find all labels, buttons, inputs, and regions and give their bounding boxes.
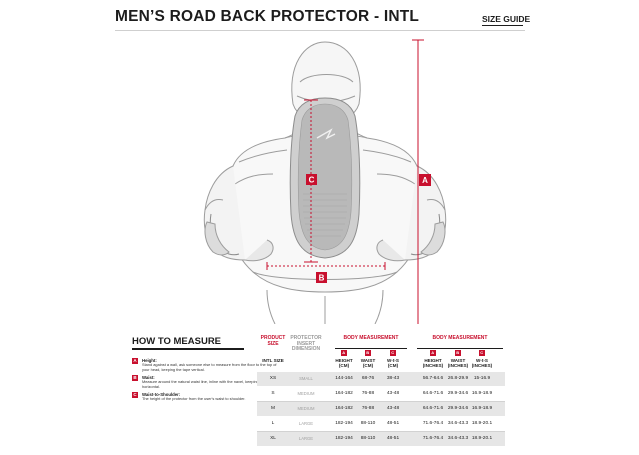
col-head-wts-cm: W-t-S (CM) (387, 358, 399, 369)
cell-size: M (271, 406, 275, 411)
measure-item-description: The height of the protector from the use… (142, 396, 246, 401)
page-title: MEN’S ROAD BACK PROTECTOR - INTL (115, 8, 420, 25)
col-head-height-in: HEIGHT (INCHES) (422, 358, 444, 369)
size-guide-underline (482, 25, 523, 26)
column-badge-c: C (479, 350, 485, 356)
cell-wts-in: 18.9-20.1 (471, 421, 493, 426)
cell-size: XS (269, 376, 277, 381)
measure-c-marker: C (306, 174, 317, 185)
size-guide-link[interactable]: SIZE GUIDE (482, 14, 531, 24)
cell-size: S (271, 391, 275, 396)
badge-c: C (132, 392, 138, 398)
label-b: B (319, 274, 325, 283)
rider-back-illustration: C B A (203, 39, 447, 324)
cell-height-in: 71.6-76.4 (422, 421, 444, 426)
cell-waist-in: 34.6-43.3 (447, 436, 469, 441)
cell-protector: LARGE (298, 421, 314, 426)
group-divider-inches (417, 348, 503, 349)
measure-item-title: Waist-to-Shoulder: (142, 392, 181, 397)
cell-wts-in: 16.9-18.9 (471, 391, 493, 396)
col-head-height-cm: HEIGHT (CM) (335, 358, 353, 369)
row-divider (257, 431, 505, 432)
cell-height-in: 64.6-71.6 (422, 406, 444, 411)
group-divider-cm (335, 348, 407, 349)
how-to-measure-divider (132, 348, 244, 350)
cell-size: L (271, 421, 275, 426)
cell-height-in: 71.6-76.4 (422, 436, 444, 441)
column-badge-c: C (390, 350, 396, 356)
col-head-waist-in: WAIST (INCHES) (447, 358, 469, 369)
measure-item-description: Measure around the natural waist line, i… (142, 379, 274, 389)
cell-height-cm: 164-182 (335, 391, 353, 396)
measure-item-title: Waist: (142, 375, 155, 380)
cell-waist-in: 34.6-43.3 (447, 421, 469, 426)
cell-wts-cm: 48-51 (386, 421, 400, 426)
cell-protector: LARGE (298, 436, 314, 441)
cell-waist-cm: 88-110 (360, 421, 376, 426)
cell-wts-cm: 43-48 (386, 391, 400, 396)
cell-waist-cm: 76-88 (361, 391, 375, 396)
cell-waist-cm: 68-76 (361, 376, 375, 381)
col-head-wts-in: W-t-S (INCHES) (471, 358, 493, 369)
cell-height-cm: 164-182 (335, 406, 353, 411)
table-row: XS SMALL 144-164 68-76 38-43 56.7-64.6 2… (257, 372, 505, 386)
badge-b: B (132, 375, 138, 381)
row-divider (257, 401, 505, 402)
table-row: S MEDIUM 164-182 76-88 43-48 64.6-71.6 2… (257, 387, 505, 401)
badge-a: A (132, 358, 138, 364)
cell-waist-cm: 88-110 (360, 436, 376, 441)
cell-waist-cm: 76-88 (361, 406, 375, 411)
measure-item-title: Height: (142, 358, 157, 363)
label-a: A (422, 176, 428, 185)
cell-height-cm: 182-194 (335, 421, 353, 426)
cell-waist-in: 29.9-34.6 (447, 406, 469, 411)
header-body-measurement-cm: BODY MEASUREMENT (343, 335, 399, 341)
cell-height-in: 56.7-64.6 (422, 376, 444, 381)
col-head-waist-cm: WAIST (CM) (360, 358, 376, 369)
cell-wts-in: 15-16.9 (473, 376, 491, 381)
header-product-size: PRODUCT SIZE (260, 335, 286, 347)
table-row: XL LARGE 182-194 88-110 48-51 71.6-76.4 … (257, 432, 505, 446)
cell-wts-in: 16.9-18.9 (471, 406, 493, 411)
cell-waist-in: 26.8-29.9 (447, 376, 469, 381)
cell-protector: MEDIUM (297, 406, 315, 411)
cell-wts-cm: 48-51 (386, 436, 400, 441)
how-to-measure-title: HOW TO MEASURE (132, 336, 222, 347)
cell-protector: SMALL (299, 376, 313, 381)
cell-waist-in: 29.9-34.6 (447, 391, 469, 396)
cell-wts-cm: 43-48 (386, 406, 400, 411)
column-badge-a: A (430, 350, 436, 356)
header-divider (115, 30, 525, 31)
column-badge-b: B (455, 350, 461, 356)
cell-height-cm: 144-164 (335, 376, 353, 381)
cell-size: XL (270, 436, 276, 441)
label-c: C (309, 176, 315, 185)
table-row: L LARGE 182-194 88-110 48-51 71.6-76.4 3… (257, 417, 505, 431)
header-body-measurement-inches: BODY MEASUREMENT (432, 335, 488, 341)
cell-wts-in: 18.9-20.1 (471, 436, 493, 441)
column-badge-b: B (365, 350, 371, 356)
cell-height-cm: 182-194 (335, 436, 353, 441)
measure-item-description: Stand against a wall, ask someone else t… (142, 362, 277, 372)
header-protector-dimension: PROTECTOR INSERT DIMENSION (290, 335, 322, 353)
col-head-intl-size: INTL SIZE (262, 358, 284, 363)
table-row: M MEDIUM 164-182 76-88 43-48 64.6-71.6 2… (257, 402, 505, 416)
column-badge-a: A (341, 350, 347, 356)
cell-height-in: 64.6-71.6 (422, 391, 444, 396)
cell-protector: MEDIUM (297, 391, 315, 396)
cell-wts-cm: 38-43 (386, 376, 400, 381)
measure-b-marker: B (316, 272, 327, 283)
measure-a-marker: A (419, 174, 431, 186)
